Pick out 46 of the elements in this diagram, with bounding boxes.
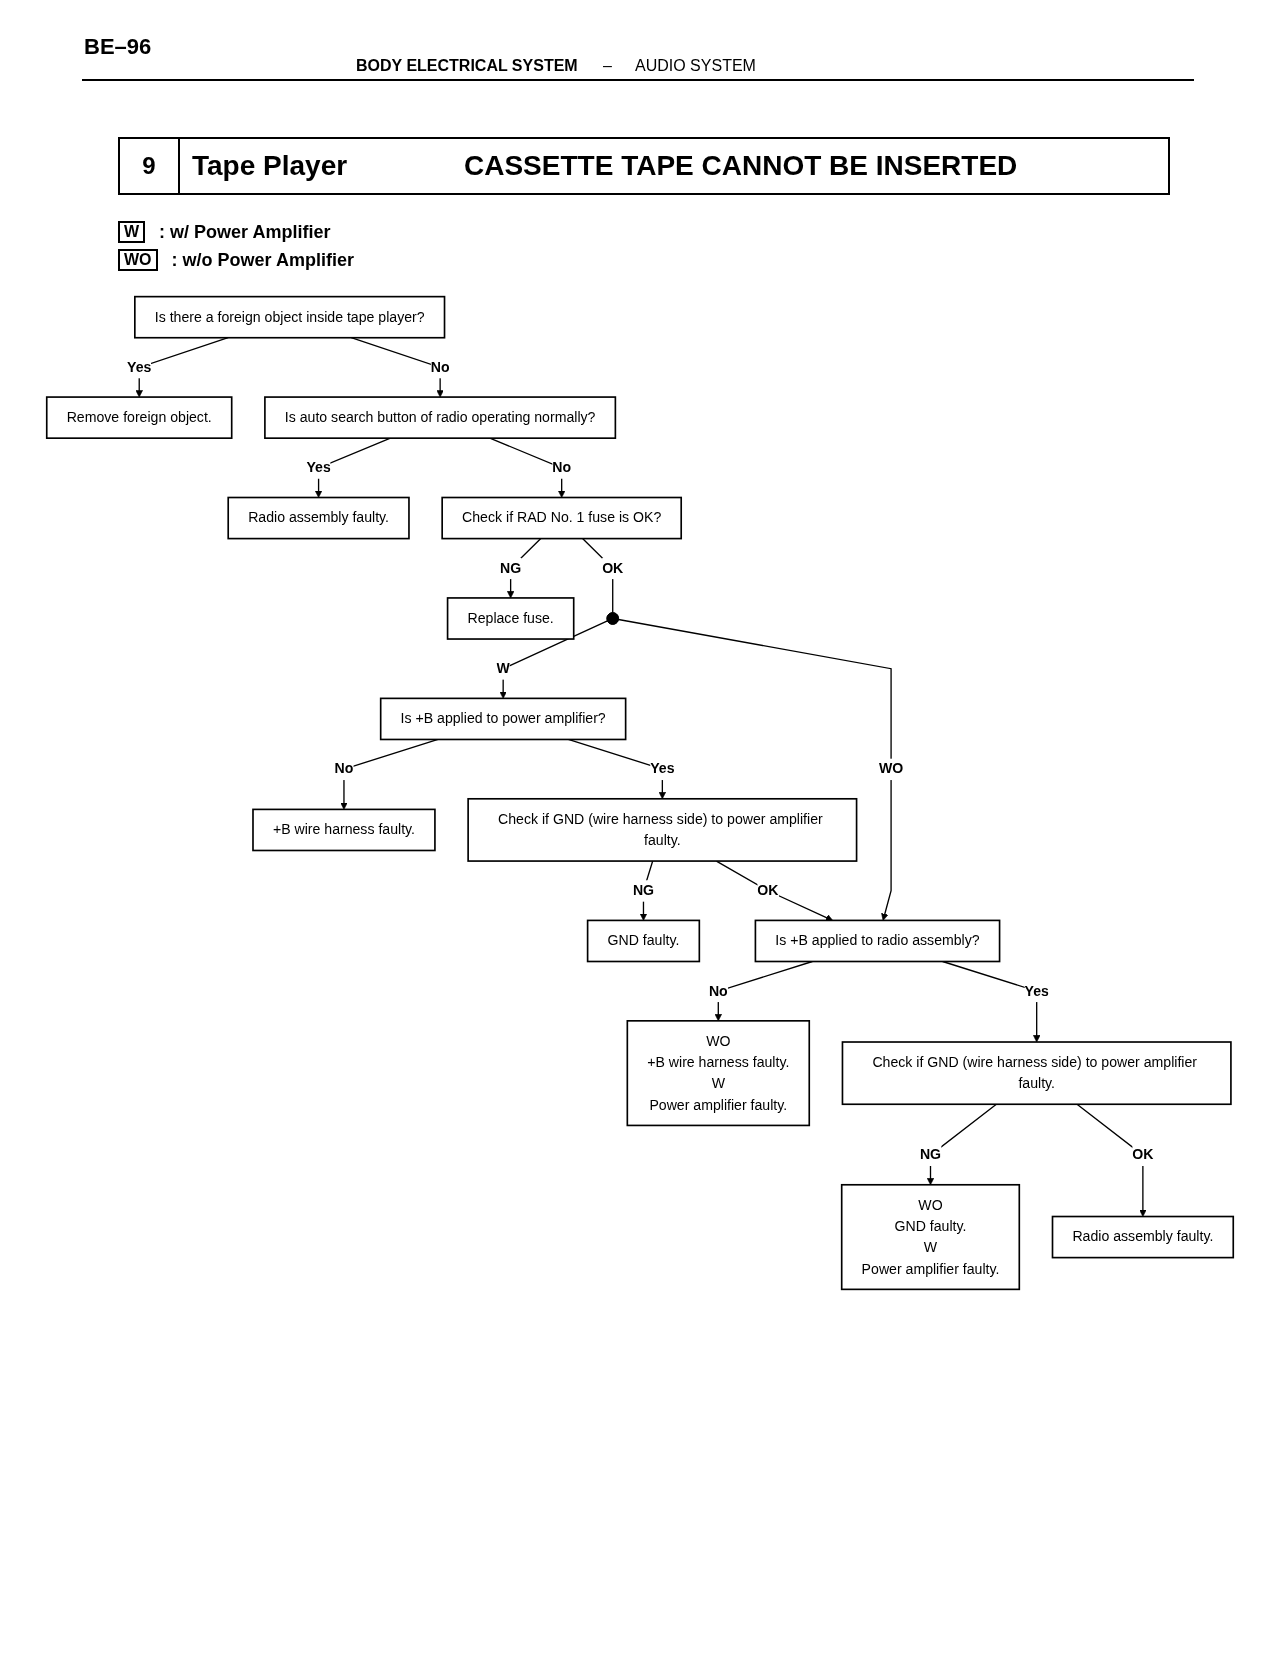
legend-symbol: W xyxy=(118,221,146,243)
node-box: GND faulty. xyxy=(586,919,701,963)
title: CASSETTE TAPE CANNOT BE INSERTED xyxy=(464,150,1018,182)
edge-label: OK xyxy=(757,882,779,899)
system-name: Tape Player xyxy=(192,150,349,182)
edge-label: W xyxy=(496,660,510,677)
node-box: Replace fuse. xyxy=(446,597,575,640)
edge-label: No xyxy=(708,983,728,999)
edge-label: Yes xyxy=(306,459,331,476)
arrow xyxy=(926,1103,998,1186)
node-box: Is auto search button of radio operating normally? xyxy=(264,396,617,439)
node-box: WO GND faulty. W Power amplifier faulty. xyxy=(840,1183,1021,1291)
legend-text: : w/o Power Amplifier xyxy=(171,249,354,271)
node-box: Radio assembly faulty. xyxy=(227,496,410,540)
node-box: Check if GND (wire harness side) to power amplifier faulty. xyxy=(841,1041,1232,1106)
arrow xyxy=(499,620,609,699)
edge-label: NG xyxy=(500,560,522,576)
node-box: Is there a foreign object inside tape player? xyxy=(134,295,446,339)
section-header: BODY ELECTRICAL SYSTEM xyxy=(356,57,578,75)
arrow xyxy=(715,860,833,921)
header-separator: – xyxy=(603,57,612,75)
edge-label: NG xyxy=(632,882,655,899)
edge-label: Yes xyxy=(1024,983,1049,999)
arrow xyxy=(1076,1103,1147,1217)
section-number: 9 xyxy=(120,139,180,193)
node-box: Is +B applied to power amplifier? xyxy=(379,697,627,741)
node-box: +B wire harness faulty. xyxy=(252,808,436,852)
edge-label: NG xyxy=(919,1147,942,1163)
edge-label: No xyxy=(552,459,572,476)
legend-text: : w/ Power Amplifier xyxy=(159,221,331,243)
edge-label: Yes xyxy=(650,761,675,777)
node-box: Is +B applied to radio assembly? xyxy=(754,919,1001,963)
edge-label: WO xyxy=(878,761,904,777)
legend-symbol: WO xyxy=(118,249,158,271)
edge-label: No xyxy=(430,359,450,376)
edge-label: OK xyxy=(602,560,624,576)
node-box: Radio assembly faulty. xyxy=(1051,1215,1235,1259)
subsection-header: AUDIO SYSTEM xyxy=(635,57,756,75)
node-box: WO +B wire harness faulty. W Power amplifier faulty. xyxy=(626,1020,811,1127)
page-number: BE–96 xyxy=(84,34,152,60)
node-box: Check if GND (wire harness side) to power amplifier faulty. xyxy=(467,797,858,862)
edge-label: No xyxy=(334,761,354,777)
node-box: Check if RAD No. 1 fuse is OK? xyxy=(441,496,683,540)
edge-label: OK xyxy=(1132,1147,1154,1163)
node-box: Remove foreign object. xyxy=(45,396,233,439)
edge-label: Yes xyxy=(127,359,152,376)
